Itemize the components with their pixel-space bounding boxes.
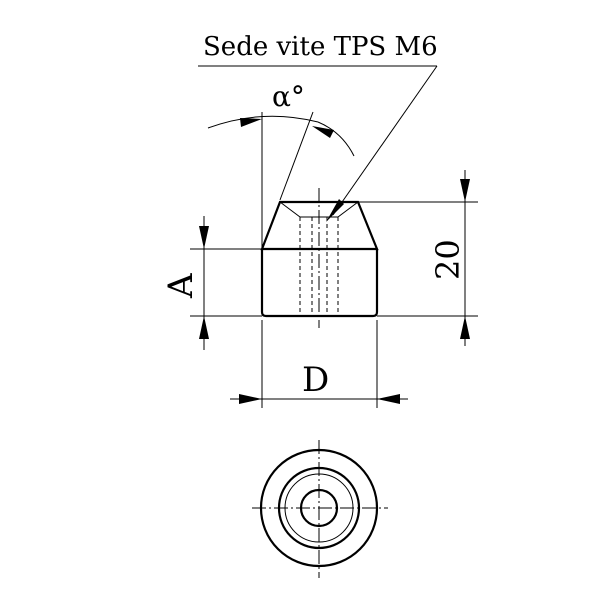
top-view bbox=[252, 440, 388, 578]
callout-arrowhead bbox=[326, 199, 344, 222]
dimension-d bbox=[230, 320, 408, 408]
angle-dimension bbox=[207, 111, 355, 250]
cone-edge-circle bbox=[277, 466, 361, 550]
angle-arc-left bbox=[207, 115, 319, 129]
dimension-height bbox=[358, 170, 478, 346]
angle-arrow-right bbox=[312, 126, 334, 138]
dimension-a bbox=[190, 216, 262, 350]
dim-height-arrow-top bbox=[460, 179, 470, 202]
angle-arrow-left bbox=[240, 118, 262, 127]
countersink-left bbox=[279, 201, 301, 218]
angle-label: α° bbox=[272, 80, 305, 113]
dim-d-arrow-right bbox=[377, 394, 400, 404]
front-view bbox=[260, 188, 379, 328]
countersink-circle bbox=[284, 473, 354, 543]
callout-leader-line bbox=[332, 65, 438, 216]
angle-slant-extension bbox=[279, 111, 314, 201]
callout-leader bbox=[198, 65, 438, 222]
dim-a-label: A bbox=[161, 273, 201, 299]
countersink-right bbox=[337, 201, 359, 218]
dim-d-arrow-left bbox=[239, 394, 262, 404]
dim-a-arrow-bottom bbox=[199, 316, 209, 339]
outer-diameter-circle bbox=[259, 448, 379, 568]
angle-arc-right bbox=[317, 121, 355, 157]
dim-a-arrow-top bbox=[199, 226, 209, 249]
dim-d-label: D bbox=[302, 360, 329, 400]
callout-text: Sede vite TPS M6 bbox=[203, 32, 438, 62]
bore-circle bbox=[299, 488, 339, 528]
dim-height-arrow-bottom bbox=[460, 316, 470, 339]
dim-height-label: 20 bbox=[429, 239, 467, 280]
